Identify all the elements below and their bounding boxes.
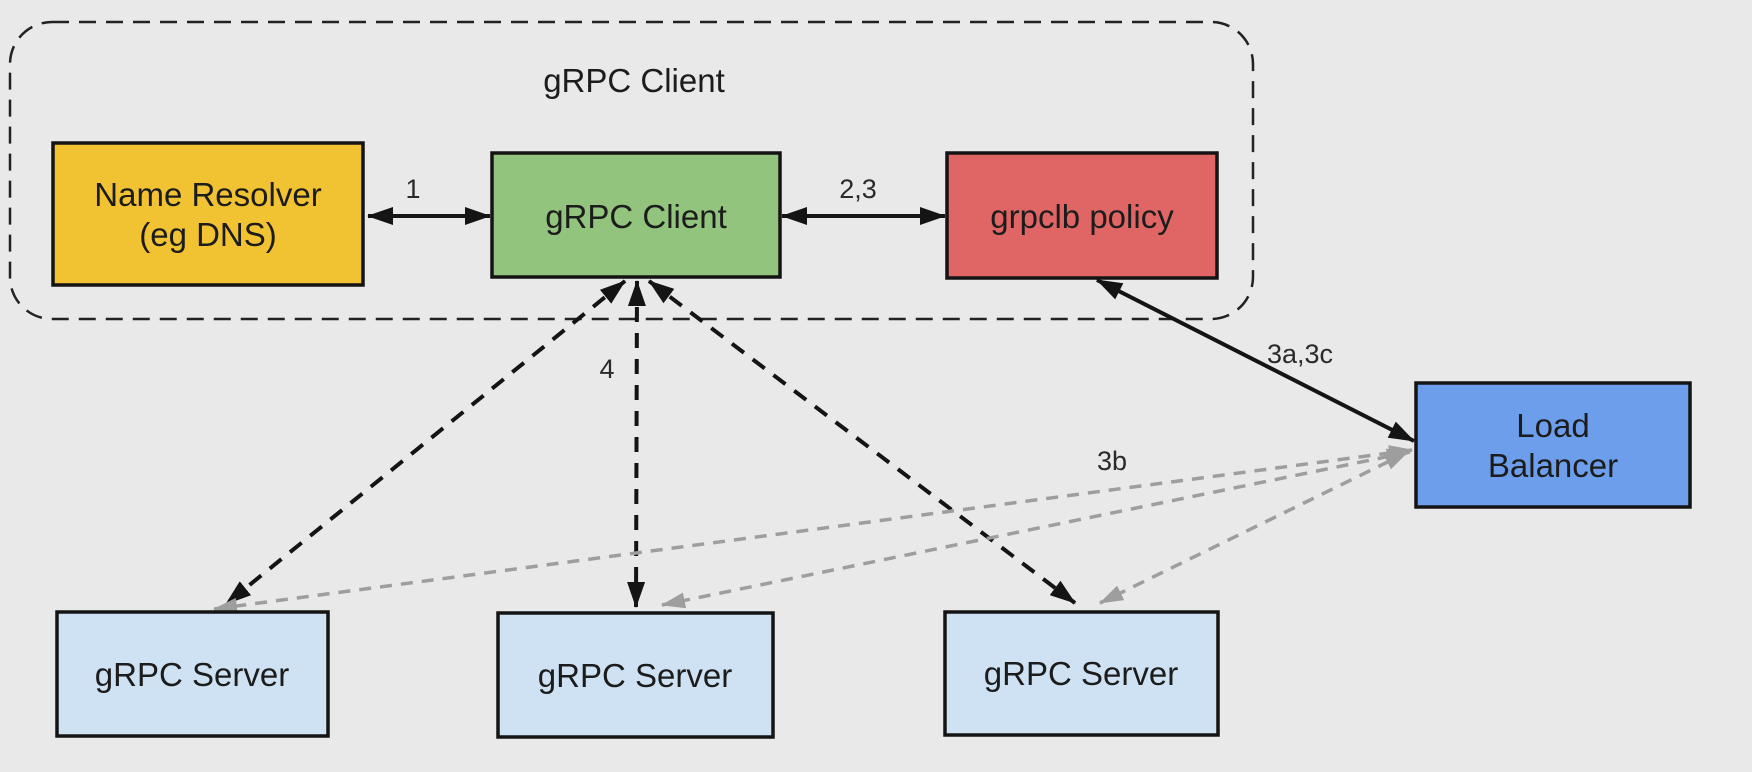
edge-loadbalancer-server2 (661, 448, 1411, 609)
grpclb-policy-box (945, 151, 1219, 280)
edge-client-server2 (627, 280, 646, 608)
grpc-server1-node: gRPC Server (55, 610, 330, 738)
name-resolver-label-line2: (eg DNS) (139, 216, 277, 253)
edge-client-server3 (647, 279, 1077, 605)
grpc-server2-box (496, 611, 775, 739)
grpc-server3-node: gRPC Server (943, 610, 1220, 737)
grpc-server3-box (943, 610, 1220, 737)
name-resolver-box (51, 141, 365, 287)
edge-loadbalancer-server1 (213, 445, 1413, 614)
grpc-client-node: gRPC Client (490, 151, 782, 279)
edge-label-2-3: 2,3 (839, 174, 877, 204)
edge-policy-loadbalancer (1096, 278, 1415, 443)
grpc-client-label: gRPC Client (545, 198, 727, 235)
grpc-client-box (490, 151, 782, 279)
load-balancer-label-line1: Load (1516, 407, 1589, 444)
grpc-server2-label: gRPC Server (538, 657, 732, 694)
load-balancer-label-line2: Balancer (1488, 447, 1618, 484)
edge-label-3a-3c: 3a,3c (1267, 339, 1333, 369)
grpclb-policy-label: grpclb policy (990, 198, 1174, 235)
grpc-server2-node: gRPC Server (496, 611, 775, 739)
grpc-server1-label: gRPC Server (95, 656, 289, 693)
edge-loadbalancer-server3 (1099, 450, 1409, 605)
load-balancer-box (1414, 381, 1692, 509)
load-balancer-node: Load Balancer (1414, 381, 1692, 509)
grpc-server1-box (55, 610, 330, 738)
name-resolver-node: Name Resolver (eg DNS) (51, 141, 365, 287)
edge-label-1: 1 (405, 174, 420, 204)
grpc-server3-label: gRPC Server (984, 655, 1178, 692)
edge-client-server1 (224, 279, 627, 606)
grpclb-policy-node: grpclb policy (945, 151, 1219, 280)
name-resolver-label-line1: Name Resolver (94, 176, 321, 213)
grpc-client-container-title: gRPC Client (543, 62, 725, 99)
edge-label-4: 4 (599, 354, 614, 384)
edge-label-3b: 3b (1097, 446, 1127, 476)
